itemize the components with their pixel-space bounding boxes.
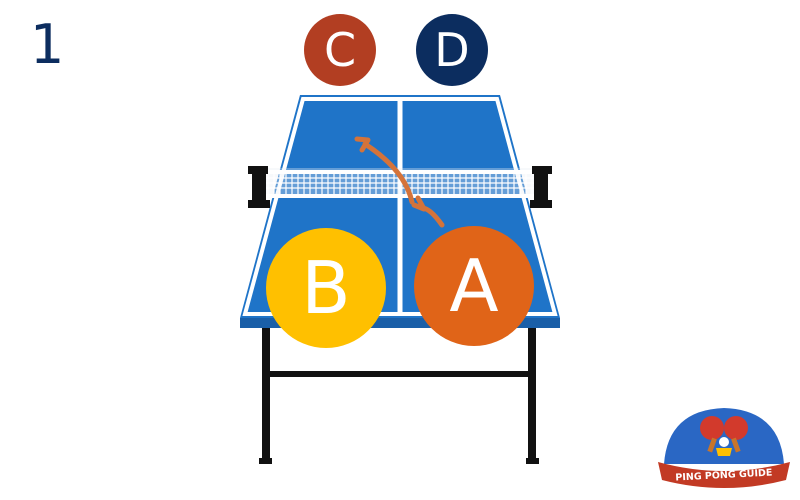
player-a-label: A	[449, 244, 499, 328]
logo-text: PING PONG GUIDE	[675, 467, 773, 483]
player-b-label: B	[301, 246, 351, 330]
step-number: 1	[30, 13, 65, 76]
table-boundary-line	[242, 97, 558, 316]
player-c-label: C	[323, 23, 357, 77]
player-a-marker: A	[414, 226, 534, 346]
player-c-marker: C	[304, 14, 376, 86]
player-d-marker: D	[416, 14, 488, 86]
player-b-marker: B	[266, 228, 386, 348]
player-d-label: D	[434, 23, 470, 77]
shot-path-arrow	[354, 136, 445, 228]
table-legs	[259, 325, 539, 464]
ping-pong-guide-logo: PING PONG GUIDE	[658, 408, 790, 488]
